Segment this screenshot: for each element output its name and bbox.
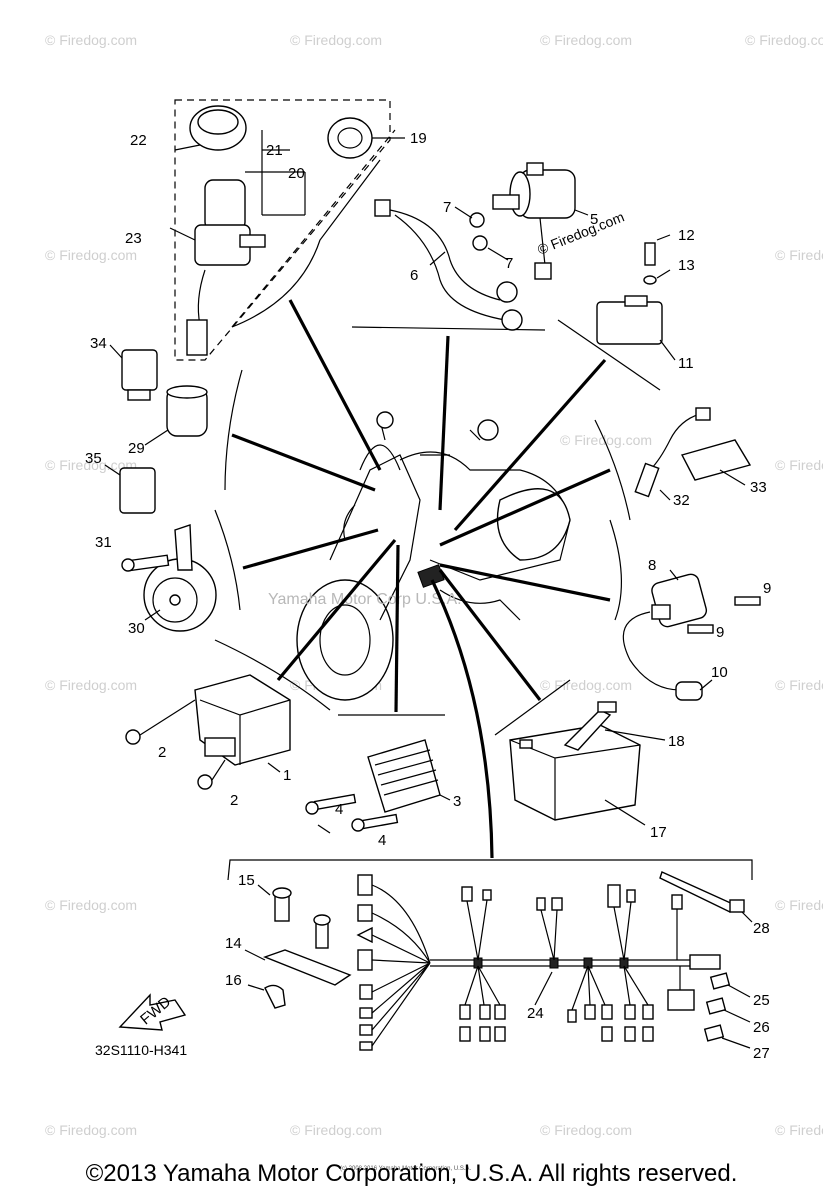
- callout-4: 4: [335, 801, 343, 818]
- callout-27: 27: [753, 1045, 770, 1062]
- callout-30: 30: [128, 620, 145, 637]
- leader-lines: [214, 129, 753, 881]
- ignition-coil-group: [622, 569, 761, 701]
- callout-6: 6: [410, 267, 418, 284]
- callout-17: 17: [650, 824, 667, 841]
- watermark-text: © Firedog.com: [45, 457, 137, 473]
- watermark-text: © Firedog.com: [560, 432, 652, 448]
- horn-group: [121, 524, 217, 632]
- callout-3: 3: [453, 793, 461, 810]
- watermark-text: © Firedog.com: [540, 1122, 632, 1138]
- ignition-switch-group: [169, 99, 405, 361]
- callout-32: 32: [673, 492, 690, 509]
- starter-relay-group: [374, 162, 589, 331]
- watermark-text: © Firedog.com: [775, 247, 823, 263]
- callout-22: 22: [130, 132, 147, 149]
- callout-labels: 1 2 2 3 4 4 5 6 7 7 8 9 9 10 11 12 13 14…: [85, 130, 771, 1062]
- callout-25: 25: [753, 992, 770, 1009]
- watermark-text: © Firedog.com: [745, 32, 823, 48]
- callout-15: 15: [238, 872, 255, 889]
- watermark-text: © Firedog.com: [775, 457, 823, 473]
- callout-19: 19: [410, 130, 427, 147]
- callout-7: 7: [505, 255, 513, 272]
- copyright-notice: ©2013 Yamaha Motor Corporation, U.S.A. A…: [85, 1160, 738, 1187]
- relay-group-left: [104, 344, 208, 514]
- diagram-code: 32S1110-H341: [95, 1042, 187, 1058]
- callout-11: 11: [678, 355, 694, 372]
- scooter-illustration: Yamaha Motor Corp U.S.A.: [268, 411, 571, 701]
- watermark-text: © Firedog.com: [45, 897, 137, 913]
- callout-1: 1: [283, 767, 291, 784]
- tiny-copyright: (c) 2008 2016 Yamaha Motor Corporation, …: [340, 1166, 472, 1172]
- callout-2: 2: [230, 792, 238, 809]
- watermark-text: © Firedog.com: [290, 1122, 382, 1138]
- wire-harness-group: FWD: [118, 871, 753, 1051]
- callout-18: 18: [668, 733, 685, 750]
- watermark-text: © Firedog.com: [45, 247, 137, 263]
- watermark-text: © Firedog.com: [540, 677, 632, 693]
- callout-24: 24: [527, 1005, 544, 1022]
- center-watermark: Yamaha Motor Corp U.S.A.: [268, 591, 462, 608]
- rectifier-group-right: [596, 234, 676, 361]
- callout-26: 26: [753, 1019, 770, 1036]
- callout-9: 9: [763, 580, 771, 597]
- battery-group: [509, 701, 666, 826]
- callout-29: 29: [128, 440, 145, 457]
- callout-7: 7: [443, 199, 451, 216]
- watermark-text: © Firedog.com: [775, 897, 823, 913]
- sensor-group-right: [634, 407, 752, 501]
- watermark-text: © Firedog.com: [45, 32, 137, 48]
- callout-9: 9: [716, 624, 724, 641]
- callout-31: 31: [95, 534, 112, 551]
- callout-21: 21: [266, 142, 283, 159]
- callout-16: 16: [225, 972, 242, 989]
- callout-5: 5: [590, 211, 598, 228]
- callout-35: 35: [85, 450, 102, 467]
- callout-13: 13: [678, 257, 695, 274]
- watermark-text: © Firedog.com: [290, 32, 382, 48]
- callout-20: 20: [288, 165, 305, 182]
- callout-8: 8: [648, 557, 656, 574]
- callout-10: 10: [711, 664, 728, 681]
- callout-34: 34: [90, 335, 107, 352]
- watermark-text: © Firedog.com: [775, 677, 823, 693]
- callout-14: 14: [225, 935, 242, 952]
- callout-28: 28: [753, 920, 770, 937]
- callout-4: 4: [378, 832, 386, 849]
- callout-33: 33: [750, 479, 767, 496]
- cdi-regulator-group: [125, 674, 451, 834]
- callout-2: 2: [158, 744, 166, 761]
- callout-12: 12: [678, 227, 695, 244]
- watermark-text: © Firedog.com: [45, 1122, 137, 1138]
- watermark-text: © Firedog.com: [45, 677, 137, 693]
- watermark-text: © Firedog.com: [540, 32, 632, 48]
- callout-23: 23: [125, 230, 142, 247]
- watermark-text: © Firedog.com: [775, 1122, 823, 1138]
